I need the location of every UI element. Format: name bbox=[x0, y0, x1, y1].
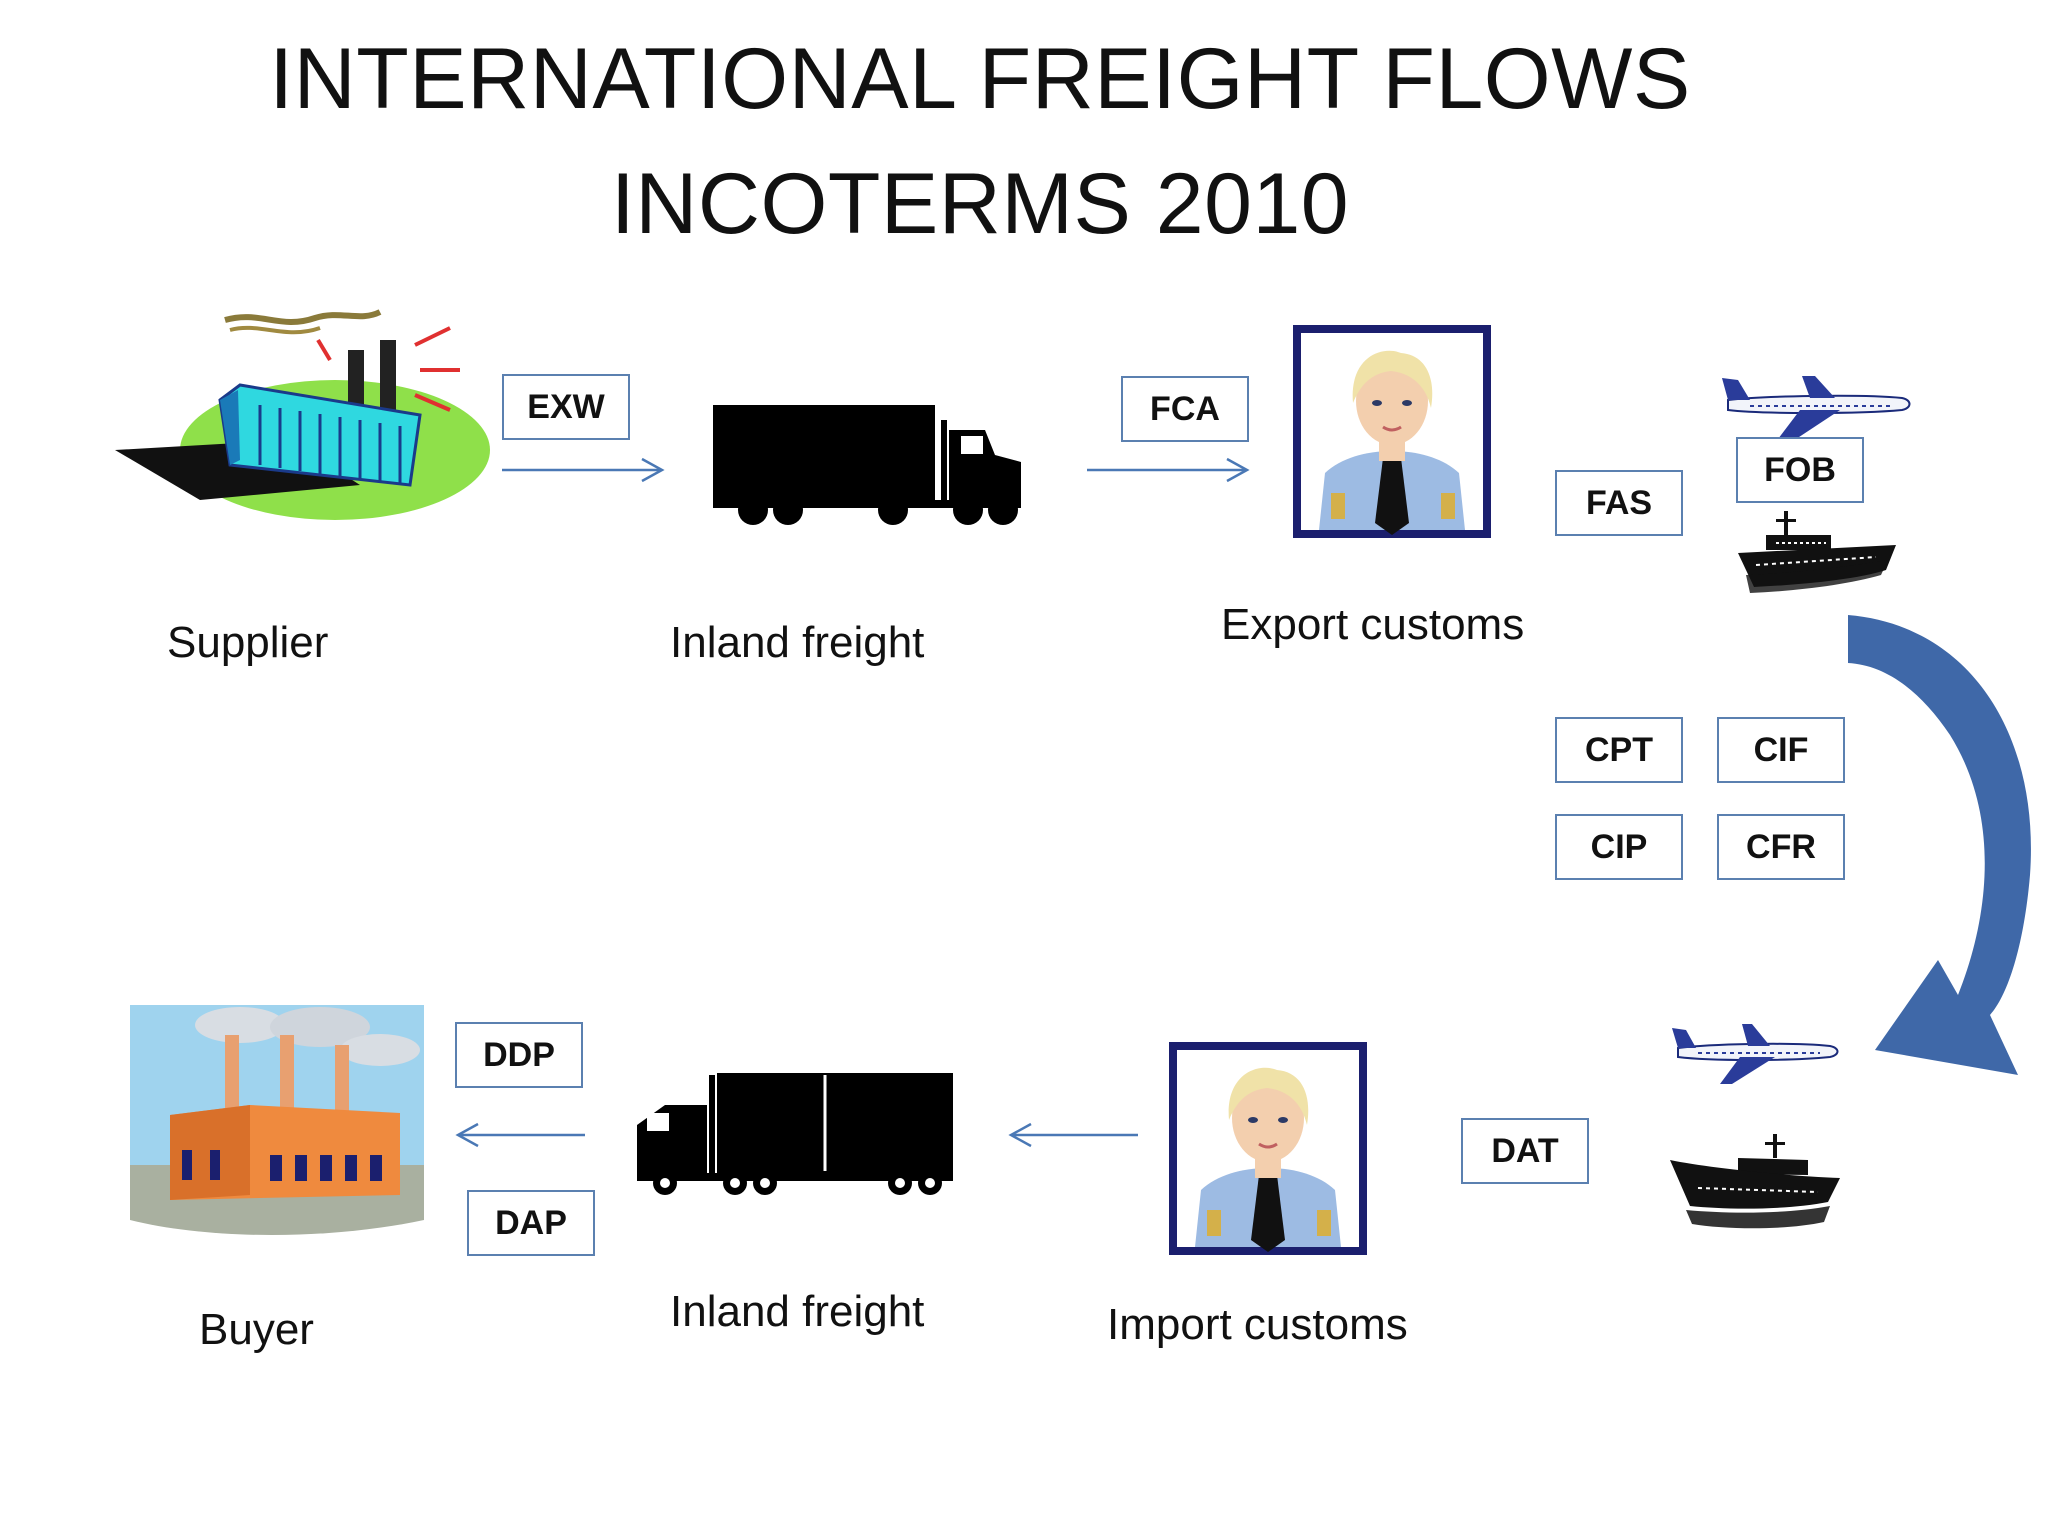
term-cfr: CFR bbox=[1717, 814, 1845, 880]
truck-icon bbox=[635, 1065, 955, 1195]
arrow-right-icon bbox=[1085, 455, 1255, 485]
ship-icon bbox=[1668, 1130, 1843, 1240]
arrow-left-icon bbox=[452, 1120, 587, 1150]
caption-supplier: Supplier bbox=[167, 618, 329, 667]
term-fas: FAS bbox=[1555, 470, 1683, 536]
caption-inland-freight-import: Inland freight bbox=[670, 1287, 925, 1336]
title-line-2: INCOTERMS 2010 bbox=[610, 156, 1350, 252]
arrow-left-icon bbox=[1005, 1120, 1140, 1150]
caption-export-customs: Export customs bbox=[1221, 600, 1525, 649]
truck-icon bbox=[713, 400, 1023, 525]
airplane-icon bbox=[1720, 368, 1915, 448]
term-ddp: DDP bbox=[455, 1022, 583, 1088]
curved-arrow-icon bbox=[1840, 615, 2040, 1095]
title-line-1: INTERNATIONAL FREIGHT FLOWS bbox=[269, 31, 1691, 127]
arrow-right-icon bbox=[500, 455, 670, 485]
customs-officer-icon bbox=[1167, 1040, 1369, 1257]
term-dat: DAT bbox=[1461, 1118, 1589, 1184]
term-exw: EXW bbox=[502, 374, 630, 440]
factory-icon bbox=[110, 300, 490, 540]
term-cpt: CPT bbox=[1555, 717, 1683, 783]
buyer-factory-icon bbox=[130, 1005, 424, 1240]
airplane-icon bbox=[1670, 1018, 1840, 1088]
caption-import-customs: Import customs bbox=[1107, 1300, 1408, 1349]
term-dap: DAP bbox=[467, 1190, 595, 1256]
term-fob: FOB bbox=[1736, 437, 1864, 503]
customs-officer-icon bbox=[1291, 323, 1493, 540]
ship-icon bbox=[1736, 505, 1901, 605]
term-cif: CIF bbox=[1717, 717, 1845, 783]
caption-buyer: Buyer bbox=[199, 1305, 314, 1354]
term-fca: FCA bbox=[1121, 376, 1249, 442]
caption-inland-freight-export: Inland freight bbox=[670, 618, 925, 667]
term-cip: CIP bbox=[1555, 814, 1683, 880]
